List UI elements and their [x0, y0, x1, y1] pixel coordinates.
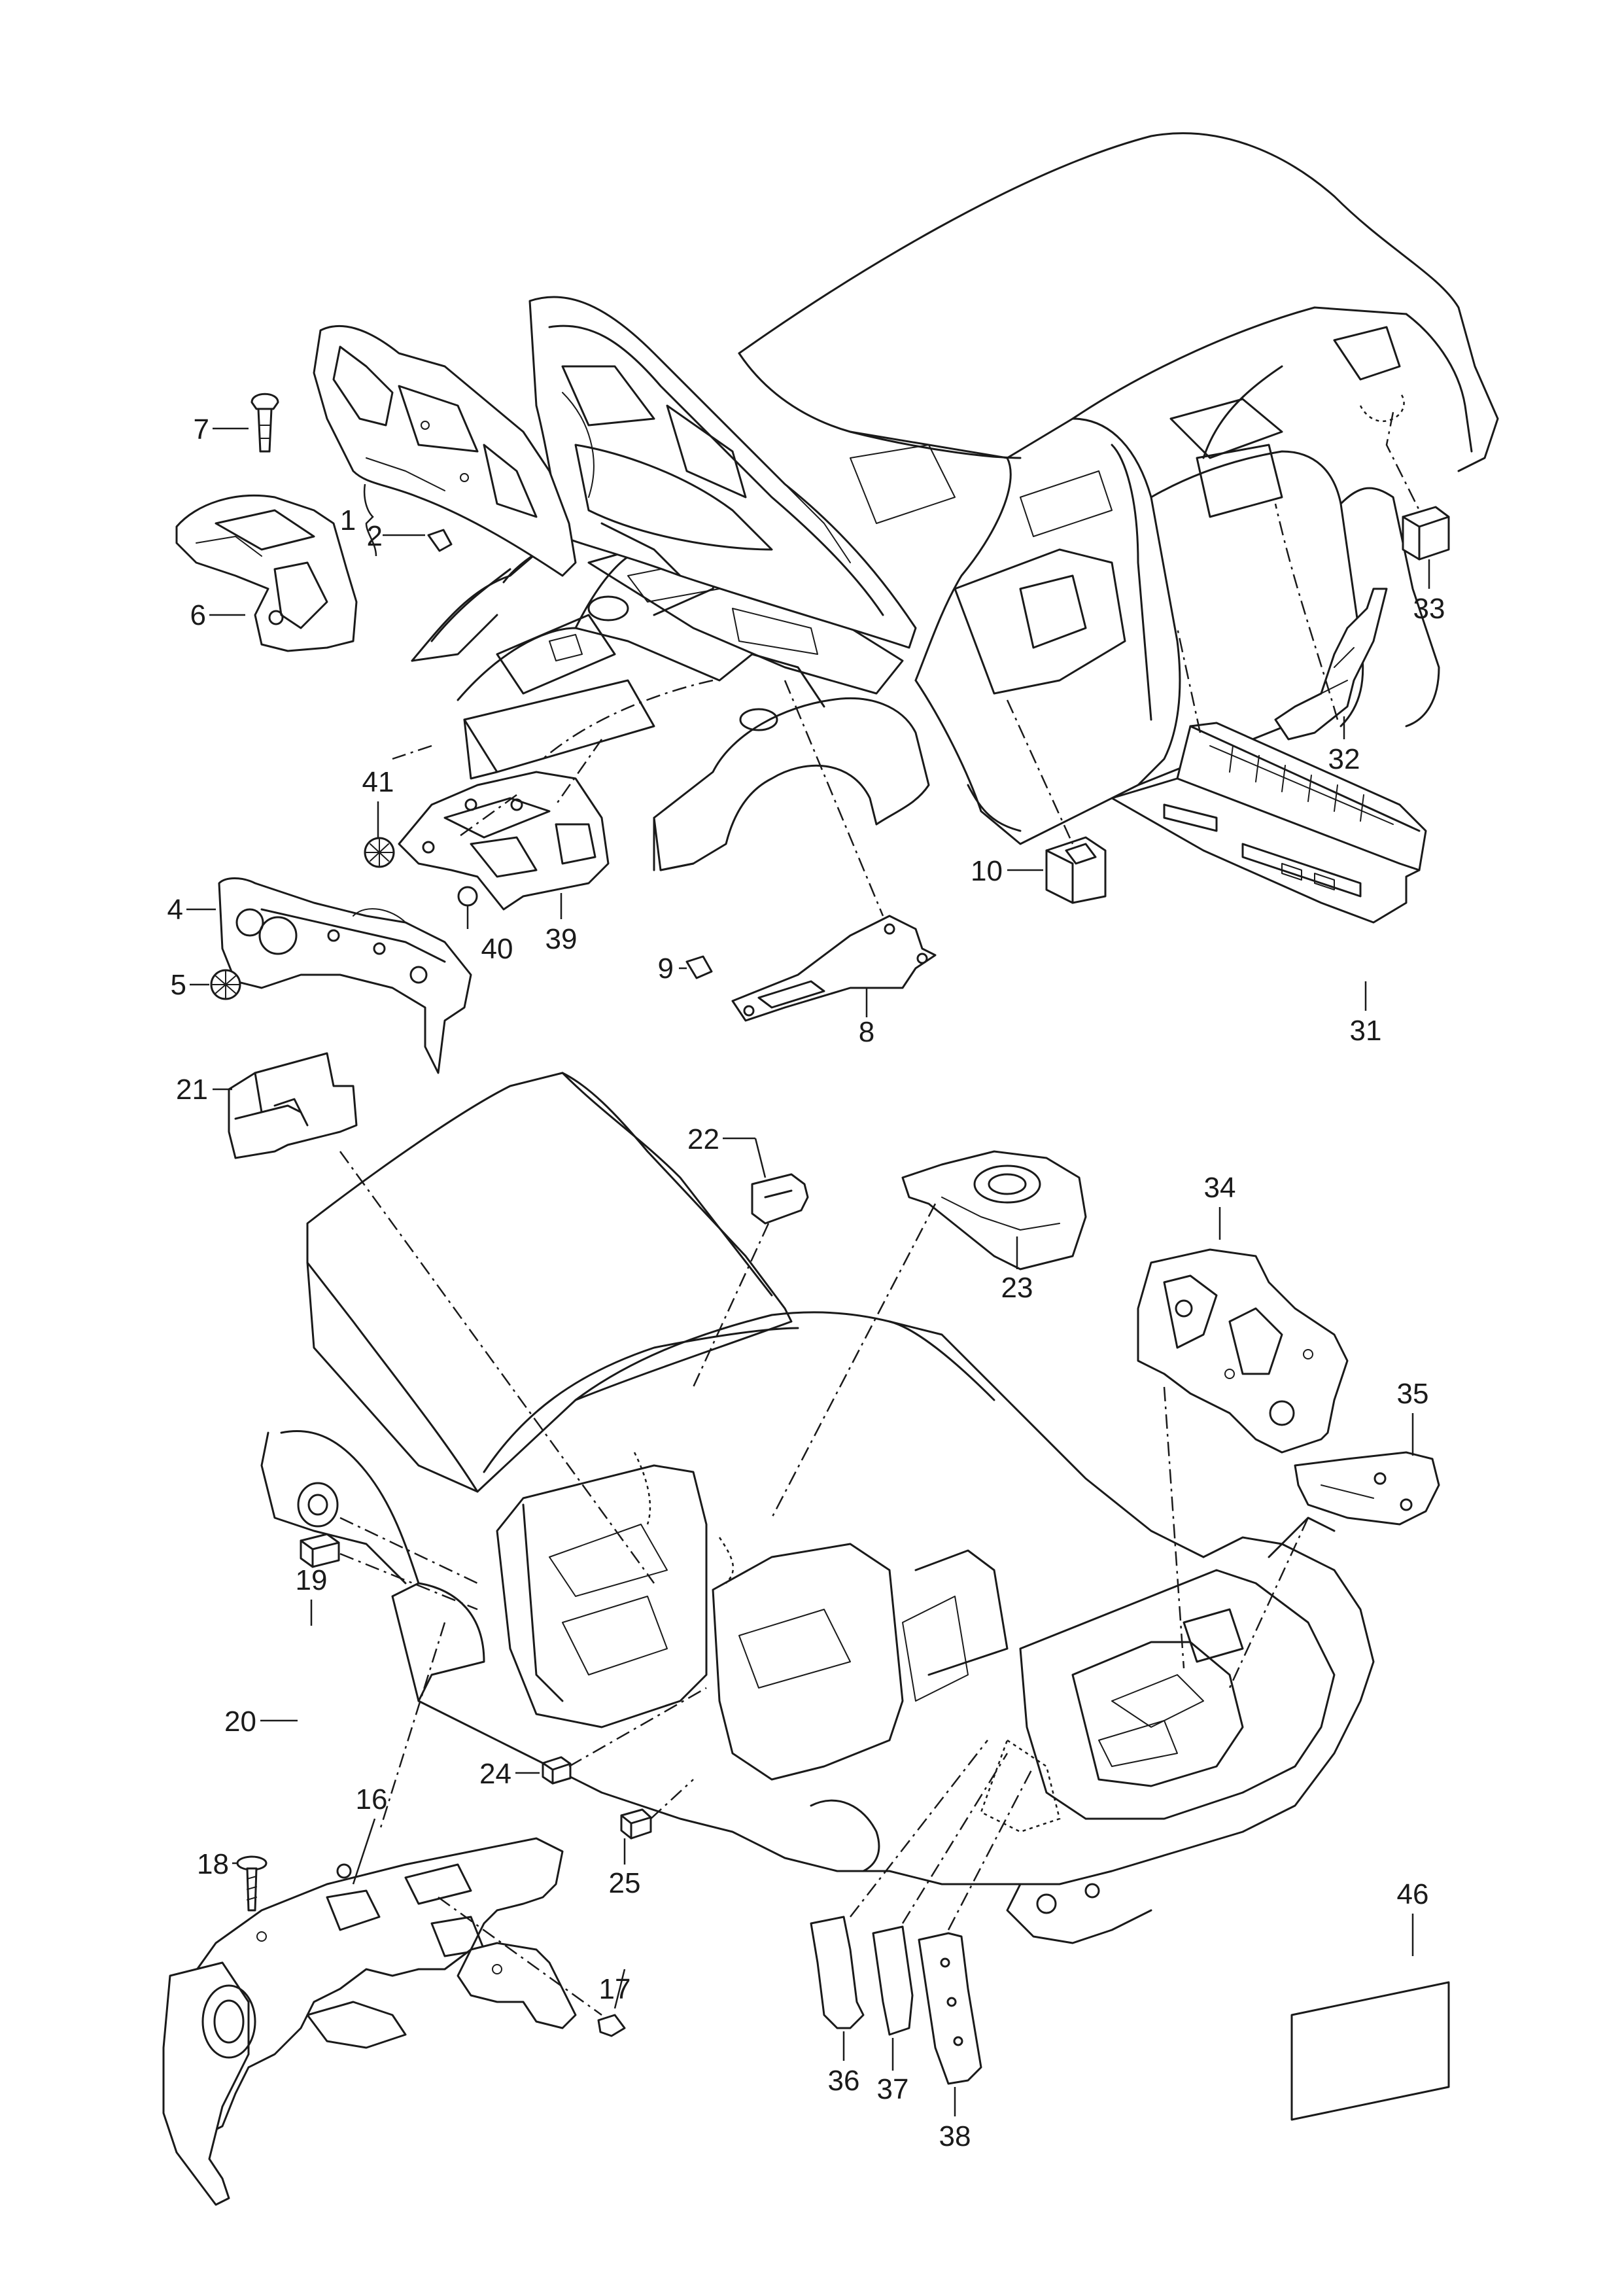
callout-23: 23 [1001, 1272, 1033, 1304]
callout-9: 9 [658, 953, 674, 985]
part-21-block [228, 1052, 358, 1159]
part-19-disc [297, 1482, 339, 1528]
part-31-rear-panel [1111, 722, 1427, 924]
leader-lines [186, 392, 1430, 2116]
callout-35: 35 [1397, 1378, 1429, 1410]
callout-25: 25 [609, 1867, 641, 1899]
part-34-insulator [1137, 1248, 1349, 1454]
part-16-insulation-panel [162, 1837, 577, 2206]
callout-2: 2 [367, 520, 383, 552]
part-33-block [1402, 506, 1450, 561]
callout-36: 36 [828, 2065, 860, 2097]
part-40-clip [457, 886, 478, 907]
callout-39: 39 [545, 923, 578, 955]
callout-22: 22 [687, 1123, 719, 1155]
part-6-insulation-panel [175, 495, 358, 652]
callout-41: 41 [362, 766, 394, 798]
part-35-panel [1294, 1451, 1440, 1526]
part-10-block [1045, 836, 1107, 904]
callout-20: 20 [224, 1706, 256, 1738]
part-1-hood-insulator [313, 325, 577, 577]
callout-8: 8 [859, 1016, 874, 1048]
part-17-clip [597, 2014, 626, 2037]
callout-17: 17 [599, 1973, 631, 2005]
callout-34: 34 [1204, 1172, 1236, 1204]
callout-37: 37 [877, 2073, 909, 2105]
top-open-hood [528, 296, 917, 649]
part-24-block [542, 1756, 572, 1785]
part-38-plate [918, 1932, 982, 2085]
part-41-grommet [364, 837, 395, 868]
callout-33: 33 [1413, 593, 1445, 625]
part-8-trim-panel [731, 915, 937, 1022]
callout-21: 21 [176, 1074, 208, 1106]
part-18-screw [236, 1855, 268, 1912]
callout-40: 40 [481, 933, 513, 965]
part-23-insulator [901, 1150, 1087, 1270]
callout-18: 18 [197, 1848, 229, 1880]
part-2-clip [427, 529, 453, 552]
part-22-block [751, 1173, 809, 1225]
part-7-clip [251, 393, 279, 453]
callout-38: 38 [939, 2120, 971, 2152]
part-37-pad [872, 1925, 914, 2036]
bottom-car-body [260, 1072, 1375, 1944]
callout-6: 6 [190, 599, 206, 631]
part-9-clip [685, 955, 713, 979]
callout-4: 4 [167, 894, 183, 926]
callout-31: 31 [1350, 1015, 1382, 1047]
callout-1: 1 [340, 504, 356, 536]
part-20-block [300, 1533, 340, 1568]
part-4-insulation-panel [218, 877, 472, 1074]
callout-24: 24 [479, 1758, 511, 1790]
callout-46: 46 [1397, 1878, 1429, 1910]
part-32-bracket [1274, 587, 1388, 741]
part-25-block [620, 1808, 652, 1840]
callout-10: 10 [971, 855, 1003, 887]
callout-7: 7 [194, 413, 209, 446]
callout-19: 19 [296, 1564, 328, 1596]
part-5-grommet [210, 969, 241, 1000]
part-39-bracket [398, 771, 610, 911]
part-46-sheet [1290, 1981, 1450, 2121]
part-36-pad [810, 1916, 865, 2029]
callout-5: 5 [171, 969, 186, 1001]
callout-16: 16 [356, 1783, 388, 1815]
callout-labels: 1 2 4 5 6 7 8 9 10 16 17 18 19 20 21 22 … [167, 413, 1445, 2152]
callout-32: 32 [1328, 743, 1360, 775]
